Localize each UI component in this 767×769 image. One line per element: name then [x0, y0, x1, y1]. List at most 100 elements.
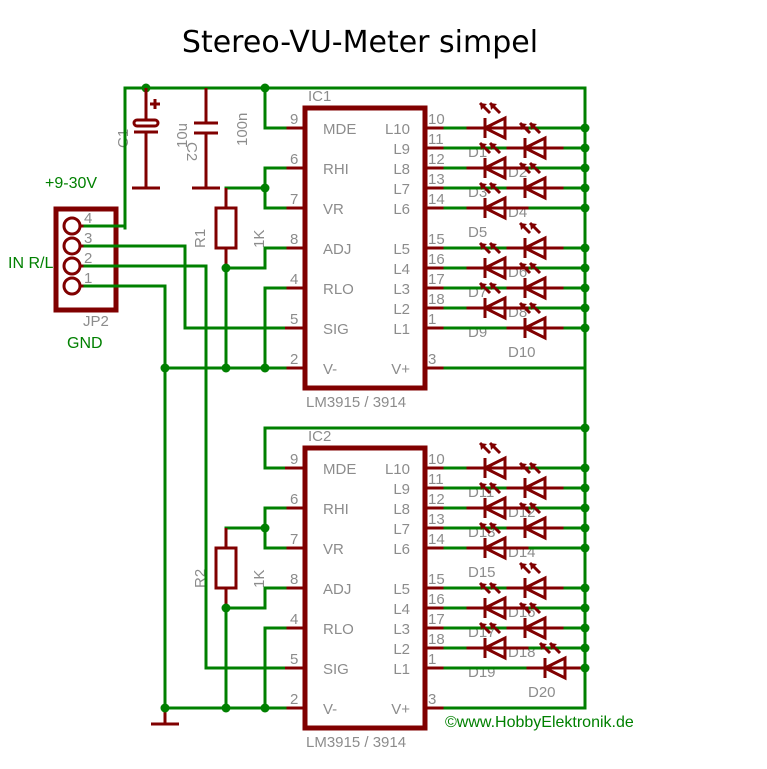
led-label: D10	[508, 344, 536, 361]
pin-number: 7	[290, 531, 298, 548]
arrow-head-icon	[480, 143, 487, 150]
junction-dot	[580, 583, 590, 593]
pin-number: 12	[428, 151, 445, 168]
ic1-mode-wire	[263, 86, 287, 130]
pin-name: L7	[393, 181, 410, 198]
arrow-head-icon	[480, 583, 487, 590]
arrow-head-icon	[530, 463, 537, 470]
rlo-wire	[263, 626, 287, 710]
led-d19-icon	[481, 635, 507, 661]
connector-name: JP2	[83, 313, 109, 330]
arrow-head-icon	[480, 103, 487, 110]
pin-number: 9	[290, 111, 298, 128]
pin-name: L5	[393, 241, 410, 258]
ic-part-number: LM3915 / 3914	[306, 394, 406, 411]
pin-name: V+	[391, 361, 410, 378]
junction-dot	[580, 423, 590, 433]
junction-dot	[221, 703, 231, 713]
pin-number: 18	[428, 291, 445, 308]
pin-number: 3	[428, 691, 436, 708]
arrow-head-icon	[530, 163, 537, 170]
input-label: IN R/L	[8, 255, 53, 272]
pin-number: 15	[428, 571, 445, 588]
arrow-head-icon	[480, 283, 487, 290]
led-d10-icon	[521, 315, 547, 341]
connector-pin-circle	[62, 236, 82, 256]
arrow-head-icon	[490, 103, 497, 110]
pin-name: L10	[385, 461, 410, 478]
pin-number: 6	[290, 491, 298, 508]
led-d20-icon	[541, 655, 567, 681]
pin-number: 1	[428, 651, 436, 668]
junction-dot	[580, 163, 590, 173]
junction-dot	[580, 243, 590, 253]
pin-name: MDE	[323, 461, 356, 478]
junction-dot	[260, 523, 270, 533]
arrow-head-icon	[490, 483, 497, 490]
led-d2-icon	[521, 135, 547, 161]
pin-number: 15	[428, 231, 445, 248]
pin-number: 5	[290, 651, 298, 668]
junction-dot	[580, 663, 590, 673]
pin-number: 8	[290, 571, 298, 588]
pin-name: L5	[393, 581, 410, 598]
c2-value: 100n	[234, 113, 251, 146]
connector-pin-number: 4	[84, 210, 92, 227]
pin-name: VR	[323, 201, 344, 218]
pin-number: 13	[428, 511, 445, 528]
power-label: +9-30V	[45, 175, 97, 192]
led-d12-icon	[521, 475, 547, 501]
adjust-wire	[224, 586, 287, 610]
arrow-head-icon	[520, 503, 527, 510]
led-d18-icon	[521, 615, 547, 641]
led-d7-icon	[481, 255, 507, 281]
arrow-head-icon	[480, 523, 487, 530]
pin-number: 14	[428, 531, 445, 548]
junction-dot	[260, 183, 270, 193]
junction-dot	[580, 183, 590, 193]
pin-number: 12	[428, 491, 445, 508]
supply-rail	[123, 86, 587, 710]
pin-number: 13	[428, 171, 445, 188]
connector-pin-circle	[62, 216, 82, 236]
pin-number: 16	[428, 251, 445, 268]
pin-number: 2	[290, 691, 298, 708]
pin-number: 7	[290, 191, 298, 208]
arrow-head-icon	[490, 183, 497, 190]
junction-dot	[580, 503, 590, 513]
ground-label: GND	[67, 335, 103, 352]
arrow-head-icon	[520, 603, 527, 610]
arrow-head-icon	[480, 483, 487, 490]
arrow-head-icon	[490, 523, 497, 530]
resistor-r1	[214, 206, 238, 250]
arrow-head-icon	[520, 463, 527, 470]
arrow-head-icon	[550, 643, 557, 650]
pin-name: L2	[393, 641, 410, 658]
junction-dot	[580, 623, 590, 633]
led-d15-icon	[481, 535, 507, 561]
r2-value: 1K	[251, 570, 268, 588]
led-label: D15	[468, 564, 496, 581]
c1-value: 10u	[174, 123, 191, 148]
pin-name: L9	[393, 141, 410, 158]
arrow-head-icon	[480, 623, 487, 630]
input-left-wire	[83, 264, 287, 670]
junction-dot	[580, 523, 590, 533]
ic2-mode-wire	[263, 426, 587, 470]
junction-dot	[580, 643, 590, 653]
pin-name: L7	[393, 521, 410, 538]
arrow-head-icon	[490, 143, 497, 150]
connector-pin-number: 1	[84, 270, 92, 287]
arrow-head-icon	[520, 563, 527, 570]
arrow-head-icon	[520, 223, 527, 230]
pin-name: L6	[393, 201, 410, 218]
connector-jp2	[53, 206, 119, 313]
pin-number: 6	[290, 151, 298, 168]
junction-dot	[221, 363, 231, 373]
connector-pin-circle	[62, 256, 82, 276]
led-d5-icon	[481, 195, 507, 221]
pin-number: 18	[428, 631, 445, 648]
led-d9-icon	[481, 295, 507, 321]
